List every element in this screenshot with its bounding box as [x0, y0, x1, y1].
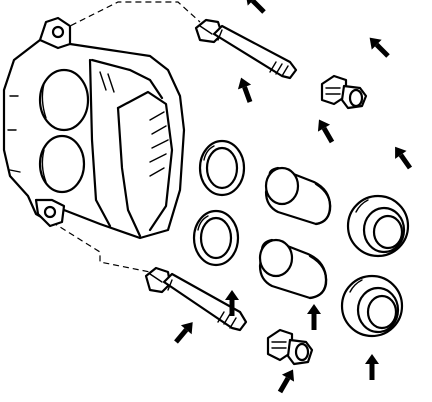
arrow-seal-lower-left — [225, 290, 239, 316]
dust-boot-lower — [340, 274, 404, 338]
piston-lower — [258, 238, 328, 300]
guide-pin-bottom — [144, 266, 248, 332]
arrow-bleeder-bottom — [277, 369, 295, 394]
arrow-seal-upper-left — [237, 77, 253, 103]
piston-seal-upper — [198, 139, 246, 197]
piston-upper — [264, 166, 332, 226]
leader-lines — [51, 1, 201, 273]
piston-seal-lower — [192, 209, 240, 267]
arrow-guide-pin-bottom — [174, 322, 193, 344]
arrow-guide-pin-top — [245, 0, 266, 14]
bleeder-screw-bottom — [266, 328, 314, 366]
arrow-bleeder-top — [369, 37, 390, 58]
arrow-piston-upper — [317, 119, 335, 144]
bleeder-screw-top — [320, 74, 368, 110]
dust-boot-upper — [346, 194, 410, 258]
arrow-dust-boot-lower — [365, 354, 379, 380]
arrow-dust-boot-upper — [395, 146, 413, 170]
arrow-piston-lower — [307, 304, 321, 330]
guide-pin-top — [194, 18, 298, 80]
caliper-body — [2, 16, 186, 240]
